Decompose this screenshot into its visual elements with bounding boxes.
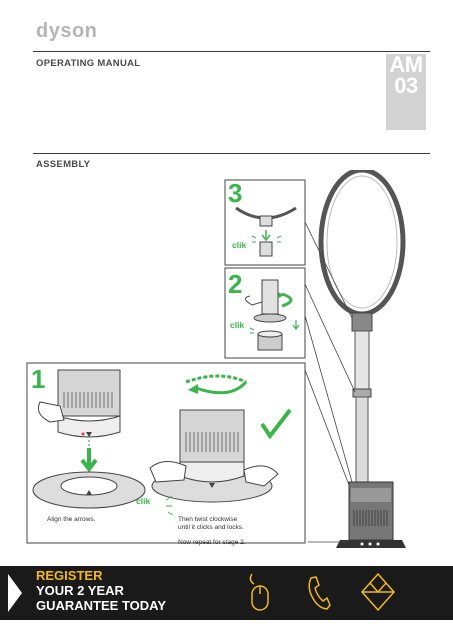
model-line-2: 03 — [394, 73, 418, 98]
section-rule — [33, 153, 430, 154]
header-rule — [33, 51, 430, 52]
step-1-caption-right-2: until it clicks and locks. — [178, 524, 244, 531]
step-1-caption-left: Align the arrows. — [47, 516, 96, 523]
model-label: AM 03 — [386, 52, 426, 98]
step-3-number: 3 — [228, 178, 243, 208]
assembly-illustration — [26, 170, 406, 548]
dyson-logo: dyson — [36, 20, 98, 42]
step-2-number: 2 — [228, 269, 243, 299]
section-title: ASSEMBLY — [36, 159, 91, 170]
step-1-caption-right-1: Then twist clockwise — [178, 516, 238, 523]
arrow-icon — [8, 574, 22, 612]
envelope-icon[interactable] — [360, 572, 396, 614]
step-1-number: 1 — [31, 364, 46, 394]
banner-line-3: GUARANTEE TODAY — [36, 598, 167, 613]
step-1-caption-right-3: Now repeat for stage 2. — [178, 539, 246, 546]
model-badge — [386, 54, 426, 130]
step-2-clik: clik — [230, 320, 245, 330]
phone-icon[interactable] — [306, 574, 332, 612]
banner-line-1: REGISTER — [36, 568, 103, 583]
fan-ring — [318, 170, 406, 317]
banner-line-2: YOUR 2 YEAR — [36, 583, 124, 598]
step-1-clik: clik — [136, 496, 151, 506]
model-line-1: AM — [389, 52, 423, 77]
mouse-icon[interactable] — [246, 572, 274, 614]
page-title: OPERATING MANUAL — [36, 58, 141, 69]
step-3-clik: clik — [232, 240, 247, 250]
